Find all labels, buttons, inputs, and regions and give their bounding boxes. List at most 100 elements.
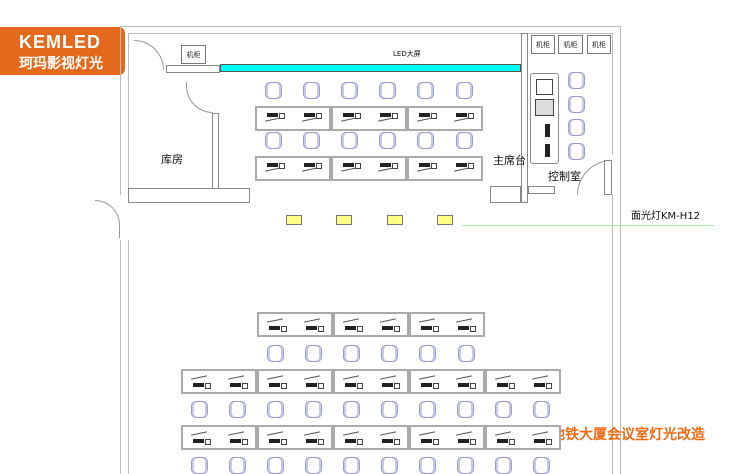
microphone-icon — [267, 431, 287, 445]
chair — [343, 457, 360, 474]
microphone-icon — [304, 431, 324, 445]
microphone-icon — [417, 113, 437, 125]
microphone-icon — [454, 163, 474, 175]
chair — [267, 401, 284, 418]
chair — [533, 457, 550, 474]
chair — [305, 457, 322, 474]
chair — [381, 401, 398, 418]
microphone-icon — [191, 375, 211, 389]
console-device-1 — [545, 124, 550, 137]
microphone-icon — [419, 318, 439, 332]
chair — [229, 457, 246, 474]
wall-left-outer-lower — [120, 240, 121, 474]
wall-left-inner-lower — [128, 240, 129, 474]
chair — [419, 401, 436, 418]
chair — [379, 82, 396, 99]
desk — [485, 425, 561, 450]
chair — [457, 457, 474, 474]
desk — [257, 425, 333, 450]
microphone-icon — [378, 163, 398, 175]
chair — [495, 401, 512, 418]
room-storage: 库房 — [161, 153, 183, 166]
microphone-icon — [267, 318, 287, 332]
chair — [343, 345, 360, 362]
storage-inner-door — [186, 82, 213, 113]
chair — [568, 72, 585, 89]
microphone-icon — [495, 431, 515, 445]
microphone-icon — [343, 431, 363, 445]
kemled-logo: KEMLED 珂玛影视灯光 — [0, 27, 125, 75]
desk — [333, 312, 409, 337]
wall-right-outer — [620, 26, 621, 474]
screen-label: LED大屏 — [393, 50, 421, 58]
chair — [533, 401, 550, 418]
desk — [409, 312, 485, 337]
microphone-icon — [304, 318, 324, 332]
chair — [568, 96, 585, 113]
microphone-icon — [228, 431, 248, 445]
microphone-icon — [456, 431, 476, 445]
microphone-icon — [532, 375, 552, 389]
microphone-icon — [456, 318, 476, 332]
desk — [333, 369, 409, 394]
chair — [419, 345, 436, 362]
wall-inner-top — [128, 33, 612, 34]
chair — [267, 345, 284, 362]
wall-left-inner — [128, 33, 129, 195]
chair — [343, 401, 360, 418]
desk — [255, 156, 331, 181]
entrance-door — [95, 200, 120, 238]
drawing-title: 北京地铁大厦会议室灯光改造 — [523, 427, 705, 443]
microphone-icon — [265, 163, 285, 175]
wall-outer-top — [120, 26, 620, 27]
wall-control-bottom — [528, 186, 555, 194]
wall-right-inner-lower — [612, 195, 613, 474]
chair — [458, 345, 475, 362]
control-console — [530, 73, 559, 164]
chair — [495, 457, 512, 474]
logo-name: 珂玛影视灯光 — [19, 56, 103, 72]
face-light — [286, 215, 302, 225]
cabinet-control-3: 机柜 — [587, 35, 611, 54]
chair — [457, 401, 474, 418]
chair — [265, 132, 282, 149]
chair — [341, 132, 358, 149]
microphone-icon — [191, 431, 211, 445]
microphone-icon — [304, 375, 324, 389]
microphone-icon — [378, 113, 398, 125]
microphone-icon — [380, 431, 400, 445]
console-device-2 — [545, 144, 550, 157]
chair — [456, 132, 473, 149]
console-mixer — [535, 99, 554, 116]
chair — [303, 82, 320, 99]
desk — [257, 312, 333, 337]
microphone-icon — [267, 375, 287, 389]
room-chair-stage: 主席台 — [493, 154, 526, 167]
microphone-icon — [380, 375, 400, 389]
face-light — [387, 215, 403, 225]
microphone-icon — [532, 431, 552, 445]
chair — [191, 457, 208, 474]
wall-storage-top — [166, 65, 220, 73]
chair — [267, 457, 284, 474]
light-label: 面光灯KM-H12 — [631, 211, 701, 222]
led-screen — [220, 64, 521, 72]
microphone-icon — [380, 318, 400, 332]
wall-control-partition — [521, 33, 528, 203]
chair — [419, 457, 436, 474]
room-control: 控制室 — [548, 170, 581, 183]
face-light — [437, 215, 453, 225]
chair — [568, 119, 585, 136]
microphone-icon — [454, 113, 474, 125]
chair — [303, 132, 320, 149]
wall-storage-bottom — [128, 188, 250, 203]
microphone-icon — [343, 375, 363, 389]
microphone-icon — [417, 163, 437, 175]
wall-right-inner — [612, 33, 613, 155]
chair — [229, 401, 246, 418]
microphone-icon — [419, 375, 439, 389]
desk — [333, 425, 409, 450]
chair — [265, 82, 282, 99]
chair — [417, 82, 434, 99]
